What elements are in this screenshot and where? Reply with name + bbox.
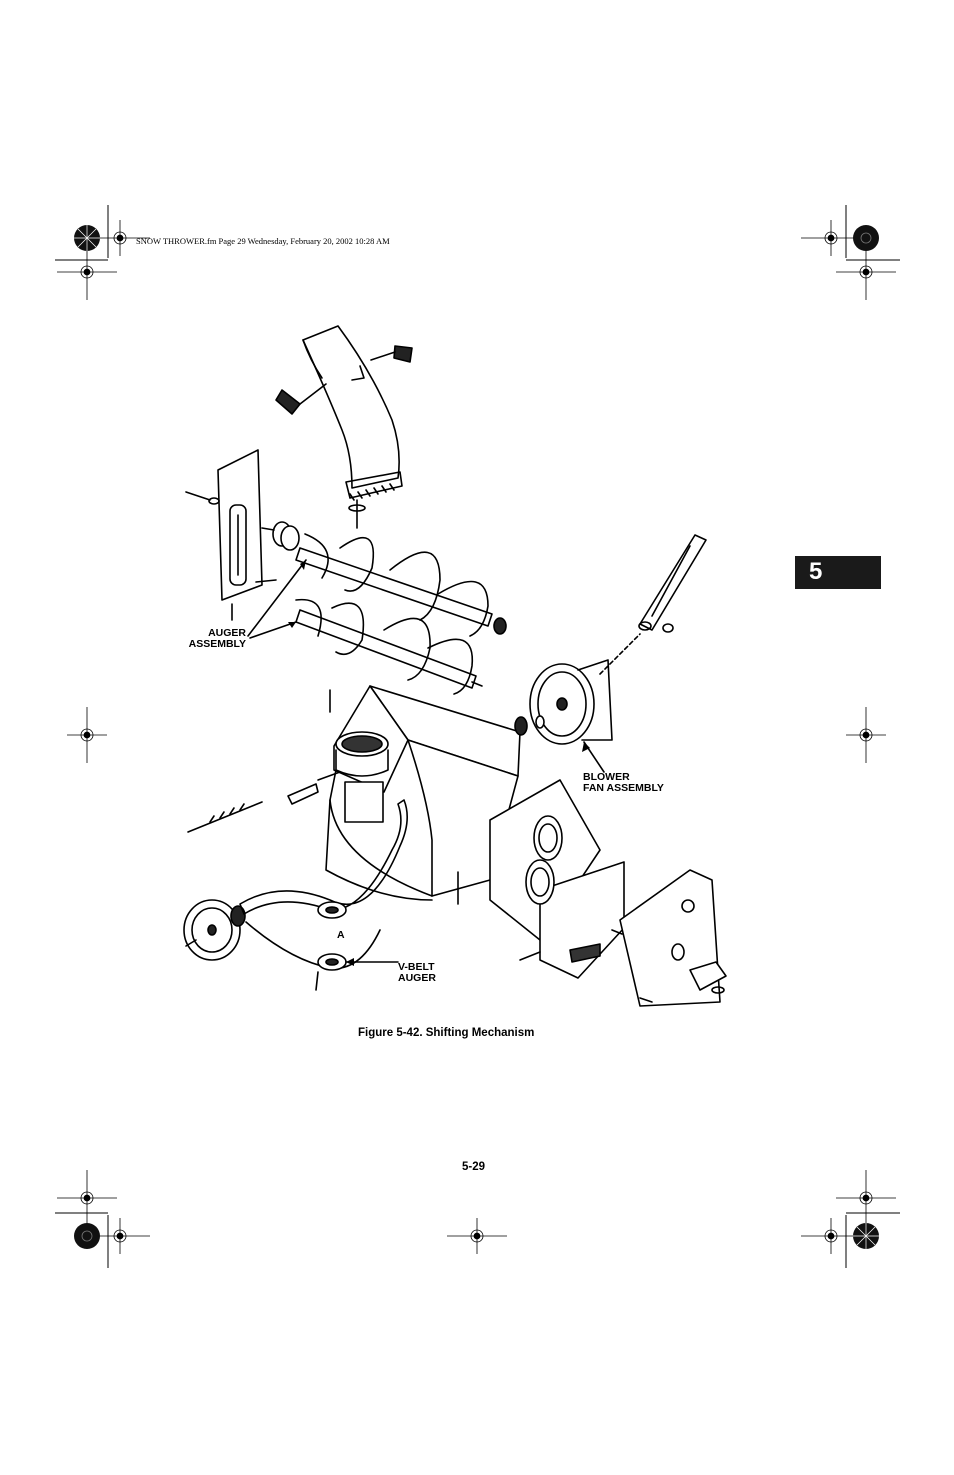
chapter-tab: 5 <box>795 556 881 589</box>
hardware-bolts <box>329 689 727 1003</box>
auger-upper <box>295 533 507 637</box>
v-belt <box>239 799 408 991</box>
blower-fan-assembly <box>514 659 613 745</box>
point-a-label: A <box>337 929 345 941</box>
pulley-stack <box>525 815 563 905</box>
auger-leader-upper <box>247 559 307 637</box>
drive-pulley <box>183 899 246 961</box>
auger-leader-lower <box>249 621 297 639</box>
auger-lower <box>295 598 483 695</box>
auger-assembly-label: AUGER ASSEMBLY <box>188 627 246 650</box>
frame-plate-right <box>489 779 721 1007</box>
auger-bearing <box>261 521 300 551</box>
blower-fan-assembly-label: BLOWER FAN ASSEMBLY <box>583 771 664 794</box>
page-number: 5-29 <box>462 1161 486 1173</box>
chute-knob-right <box>393 345 413 363</box>
side-plate-left <box>185 449 277 621</box>
figure-caption: Figure 5-42. Shifting Mechanism <box>358 1027 535 1039</box>
auger-housing <box>325 685 521 901</box>
print-slug: SNOW THROWER.fm Page 29 Wednesday, Febru… <box>136 236 390 246</box>
v-belt-auger-label: V-BELT AUGER <box>398 961 436 984</box>
chute-knob-left <box>275 389 301 415</box>
shift-rod <box>187 771 341 833</box>
discharge-chute <box>302 325 403 529</box>
chapter-number: 5 <box>809 558 823 585</box>
shift-lever <box>599 534 707 675</box>
